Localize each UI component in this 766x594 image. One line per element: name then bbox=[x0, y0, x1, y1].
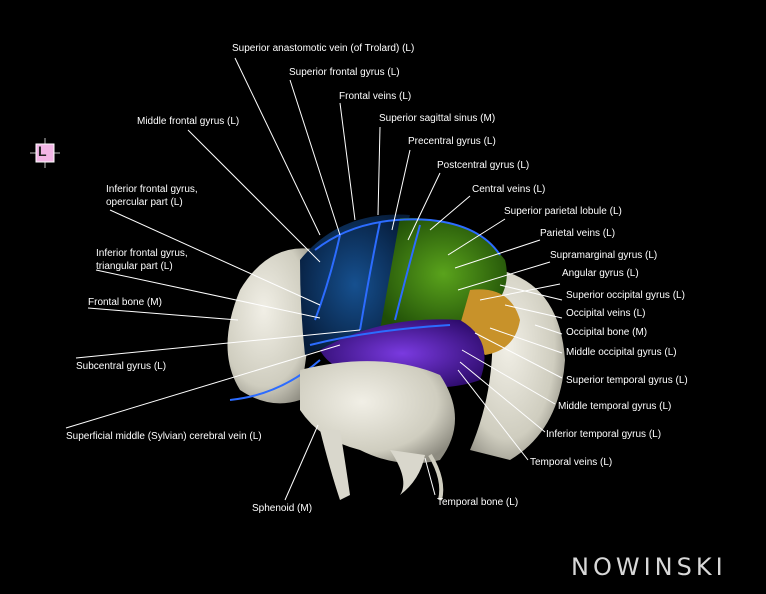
label-subcentral-gyrus: Subcentral gyrus (L) bbox=[76, 361, 167, 372]
label-sylvian-vein: Superficial middle (Sylvian) cerebral ve… bbox=[66, 431, 262, 442]
label-temporal-bone: Temporal bone (L) bbox=[437, 497, 519, 508]
label-ifg-opercular-2: opercular part (L) bbox=[106, 197, 183, 208]
orientation-letter: L bbox=[38, 143, 47, 159]
frontal-bone bbox=[227, 248, 318, 404]
label-ifg-triangular-1: Inferior frontal gyrus, bbox=[96, 248, 188, 259]
label-temporal-veins: Temporal veins (L) bbox=[530, 457, 613, 468]
label-angular-gyrus: Angular gyrus (L) bbox=[562, 268, 639, 279]
label-superior-parietal-lobule: Superior parietal lobule (L) bbox=[504, 206, 622, 217]
label-inferior-temporal-gyrus: Inferior temporal gyrus (L) bbox=[546, 429, 662, 440]
label-middle-occipital-gyrus: Middle occipital gyrus (L) bbox=[566, 347, 677, 358]
brand-logo: NOWINSKI bbox=[571, 553, 727, 581]
label-central-veins: Central veins (L) bbox=[472, 184, 546, 195]
veins bbox=[229, 218, 501, 401]
label-frontal-bone: Frontal bone (M) bbox=[88, 297, 162, 308]
label-supramarginal-gyrus: Supramarginal gyrus (L) bbox=[550, 250, 658, 261]
label-middle-frontal-gyrus: Middle frontal gyrus (L) bbox=[137, 116, 240, 127]
label-postcentral-gyrus: Postcentral gyrus (L) bbox=[437, 160, 530, 171]
label-ifg-triangular-2: triangular part (L) bbox=[96, 261, 173, 272]
label-parietal-veins: Parietal veins (L) bbox=[540, 228, 616, 239]
temporal-bone bbox=[300, 361, 455, 464]
label-superior-frontal-gyrus: Superior frontal gyrus (L) bbox=[289, 67, 400, 78]
label-middle-temporal-gyrus: Middle temporal gyrus (L) bbox=[558, 401, 672, 412]
label-occipital-veins: Occipital veins (L) bbox=[566, 308, 646, 319]
label-superior-sagittal-sinus: Superior sagittal sinus (M) bbox=[379, 113, 496, 124]
label-sphenoid: Sphenoid (M) bbox=[252, 503, 313, 514]
label-superior-temporal-gyrus: Superior temporal gyrus (L) bbox=[566, 375, 688, 386]
leader-lines bbox=[65, 57, 563, 501]
label-frontal-veins: Frontal veins (L) bbox=[339, 91, 412, 102]
label-ifg-opercular-1: Inferior frontal gyrus, bbox=[106, 184, 198, 195]
label-occipital-bone: Occipital bone (M) bbox=[566, 327, 648, 338]
orientation-cube-icon bbox=[30, 138, 60, 168]
sphenoid-bone bbox=[320, 430, 350, 500]
label-precentral-gyrus: Precentral gyrus (L) bbox=[408, 136, 496, 147]
label-superior-occipital-gyrus: Superior occipital gyrus (L) bbox=[566, 290, 685, 301]
label-trolard-vein: Superior anastomotic vein (of Trolard) (… bbox=[232, 43, 415, 54]
